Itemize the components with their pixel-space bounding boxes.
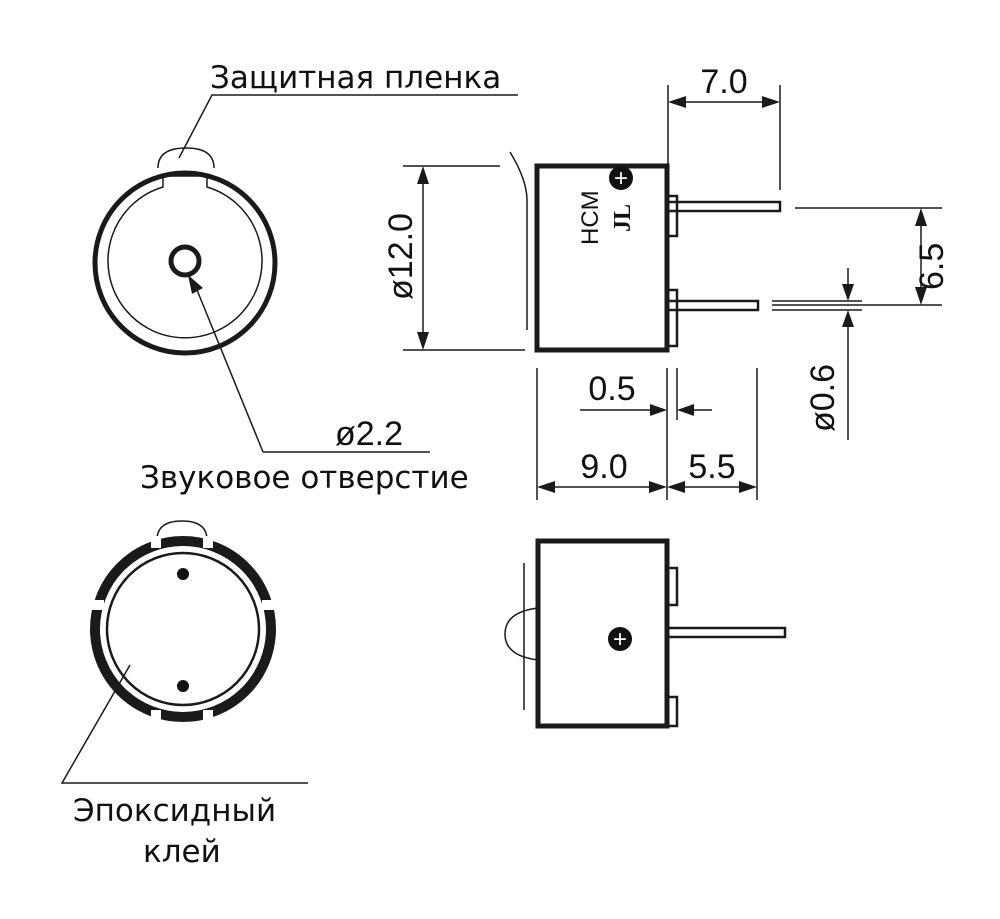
- top-outer-ring: [92, 170, 278, 356]
- protective-film-leader: [178, 94, 518, 159]
- model-marking: HCM: [577, 190, 604, 245]
- sound-hole-circle: [168, 244, 202, 278]
- pin-exposed-text: 5.5: [688, 448, 735, 486]
- front-polarity-plus: +: [613, 626, 627, 653]
- epoxy-label-line2: клей: [143, 834, 221, 870]
- side-view: + HCM JL ø12.0 7.0 6.5 ø0.6: [382, 63, 951, 500]
- pin-spacing-text: 6.5: [913, 243, 951, 290]
- top-view: [92, 94, 518, 453]
- sound-hole-label: Звуковое отверстие: [140, 460, 469, 496]
- pin-hole-bottom: [177, 680, 189, 692]
- bottom-view: [60, 520, 308, 784]
- front-film-dome: [504, 607, 539, 661]
- shoulder-text: 0.5: [588, 370, 635, 408]
- pin-hole-top: [177, 568, 189, 580]
- top-inner-ring: [107, 175, 263, 339]
- epoxy-label-line1: Эпоксидный: [73, 793, 276, 829]
- sound-hole-arrow: [188, 275, 203, 294]
- lower-pin: [666, 299, 760, 312]
- body-diameter-text: ø12.0: [382, 213, 420, 300]
- sound-hole-leader: [196, 289, 264, 453]
- polarity-mark: [609, 166, 633, 190]
- front-view: +: [504, 538, 787, 729]
- brand-marking: JL: [610, 204, 636, 232]
- polarity-plus: +: [614, 165, 628, 192]
- pin-diameter-text: ø0.6: [804, 364, 842, 432]
- hole-diameter-text: ø2.2: [335, 415, 403, 453]
- front-body: [535, 538, 670, 729]
- protective-film-shape: [157, 147, 215, 169]
- protective-film-label: Защитная пленка: [210, 60, 501, 96]
- front-polarity-mark: [608, 627, 632, 651]
- bottom-inner-ring: [105, 551, 261, 707]
- side-film-edge: [509, 151, 528, 330]
- side-body: [534, 163, 670, 353]
- front-pin: [666, 626, 787, 639]
- pin-length-text: 7.0: [700, 63, 747, 101]
- body-height-text: 9.0: [580, 448, 627, 486]
- epoxy-leader: [60, 664, 308, 784]
- upper-pin: [666, 200, 782, 213]
- bottom-outer-ring: [90, 536, 276, 722]
- bottom-film-shape: [156, 520, 208, 541]
